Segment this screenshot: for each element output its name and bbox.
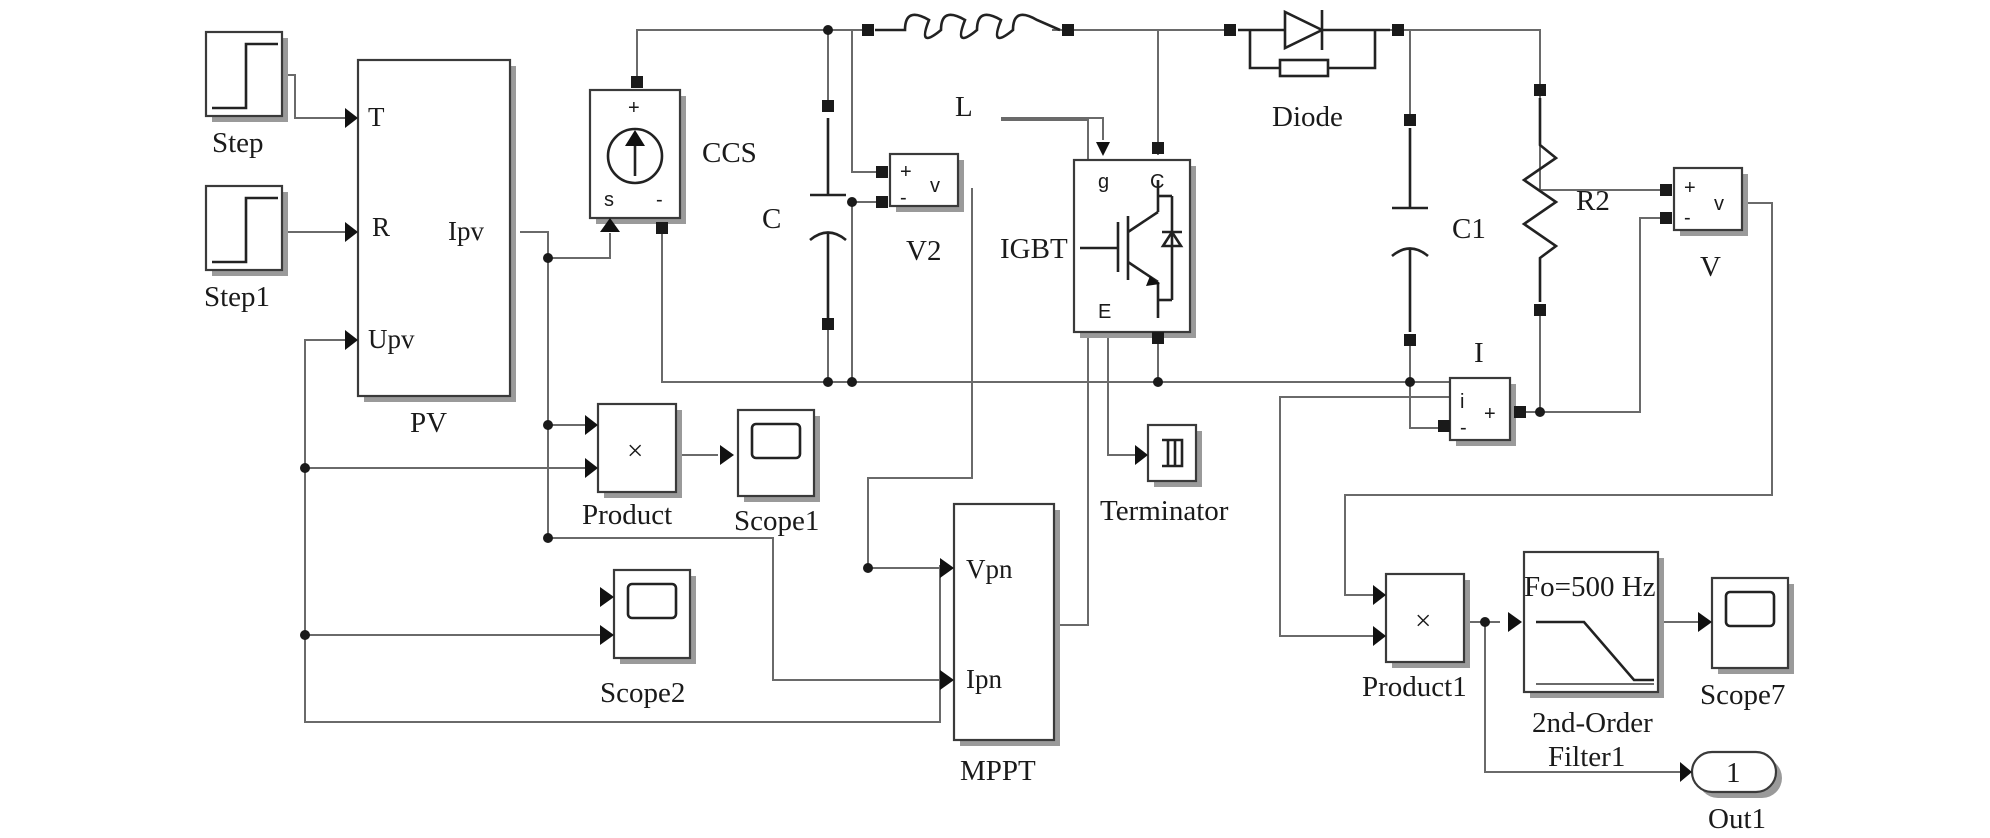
voltmeter-v2[interactable]: + - v V2	[876, 152, 964, 267]
v-v: v	[1714, 193, 1724, 215]
filter-block[interactable]: Fo=500 Hz 2nd-Order Filter1	[1508, 550, 1664, 773]
mppt-port-ipn: Ipn	[966, 664, 1002, 694]
step1-block[interactable]: Step1	[204, 184, 288, 313]
ccs-s: s	[604, 189, 614, 211]
igbt-label: IGBT	[1000, 233, 1068, 265]
pv-port-ipv: Ipv	[448, 216, 484, 246]
capacitor-c[interactable]: C	[762, 100, 847, 330]
resistor-r2-label: R2	[1576, 185, 1610, 217]
filter-label-line2: Filter1	[1548, 741, 1625, 773]
igbt-e: E	[1098, 301, 1111, 323]
voltmeter-v2-label: V2	[906, 235, 941, 267]
v-plus: +	[1684, 177, 1696, 199]
v-minus: -	[1684, 207, 1691, 229]
igbt-g: g	[1098, 171, 1109, 193]
v2-plus: +	[900, 161, 912, 183]
scope1-block[interactable]: Scope1	[720, 408, 820, 537]
out1-label: Out1	[1708, 803, 1766, 835]
mppt-label: MPPT	[960, 755, 1036, 787]
ccs-plus: +	[628, 97, 640, 119]
ccs-minus: -	[656, 189, 663, 211]
igbt-block[interactable]: g C E IGBT	[1000, 142, 1196, 344]
step-block[interactable]: Step	[204, 30, 288, 159]
ammeter-i-label: I	[1474, 337, 1484, 369]
product-block[interactable]: × Product	[582, 402, 682, 531]
v2-minus: -	[900, 187, 907, 209]
v2-v: v	[930, 175, 940, 197]
pv-block[interactable]: T R Upv Ipv PV	[345, 58, 516, 439]
terminator-block[interactable]: Terminator	[1100, 423, 1229, 527]
junction-dots	[300, 25, 1545, 640]
product-symbol: ×	[627, 435, 643, 467]
capacitor-c1[interactable]: C1	[1391, 114, 1486, 346]
wires	[283, 29, 1773, 773]
filter-frequency: Fo=500 Hz	[1524, 571, 1656, 603]
pv-port-t: T	[368, 102, 385, 132]
scope7-label: Scope7	[1700, 679, 1785, 711]
step-label: Step	[212, 127, 264, 159]
voltmeter-v[interactable]: + - v V	[1660, 166, 1748, 283]
out1-block[interactable]: 1 Out1	[1680, 750, 1782, 835]
ccs-block[interactable]: + s - CCS	[588, 76, 757, 234]
mppt-port-vpn: Vpn	[966, 554, 1013, 584]
capacitor-c1-label: C1	[1452, 213, 1486, 245]
out1-number: 1	[1726, 757, 1741, 789]
product1-symbol: ×	[1415, 605, 1431, 637]
voltmeter-v-label: V	[1700, 251, 1721, 283]
resistor-r2[interactable]: R2	[1521, 84, 1610, 316]
scope1-label: Scope1	[734, 505, 819, 537]
pv-label: PV	[410, 407, 447, 439]
step1-label: Step1	[204, 281, 270, 313]
ammeter-i[interactable]: i + - I	[1438, 337, 1526, 446]
i-minus: -	[1460, 417, 1467, 439]
i-i: i	[1460, 391, 1464, 413]
diode-block[interactable]: Diode	[1224, 9, 1404, 133]
ccs-label: CCS	[702, 137, 757, 169]
filter-label-line1: 2nd-Order	[1532, 707, 1653, 739]
i-plus: +	[1484, 403, 1496, 425]
scope7-block[interactable]: Scope7	[1698, 576, 1794, 711]
inductor-l[interactable]: L	[862, 13, 1074, 123]
pv-port-r: R	[372, 212, 390, 242]
pv-port-upv: Upv	[368, 324, 415, 354]
product1-block[interactable]: × Product1	[1362, 572, 1470, 703]
terminator-label: Terminator	[1100, 495, 1229, 527]
diode-label: Diode	[1272, 101, 1343, 133]
mppt-block[interactable]: Vpn Ipn MPPT	[940, 502, 1060, 787]
product-label: Product	[582, 499, 672, 531]
scope2-block[interactable]: Scope2	[600, 568, 696, 709]
capacitor-c-label: C	[762, 203, 781, 235]
inductor-l-label: L	[955, 91, 973, 123]
product1-label: Product1	[1362, 671, 1467, 703]
scope2-label: Scope2	[600, 677, 685, 709]
